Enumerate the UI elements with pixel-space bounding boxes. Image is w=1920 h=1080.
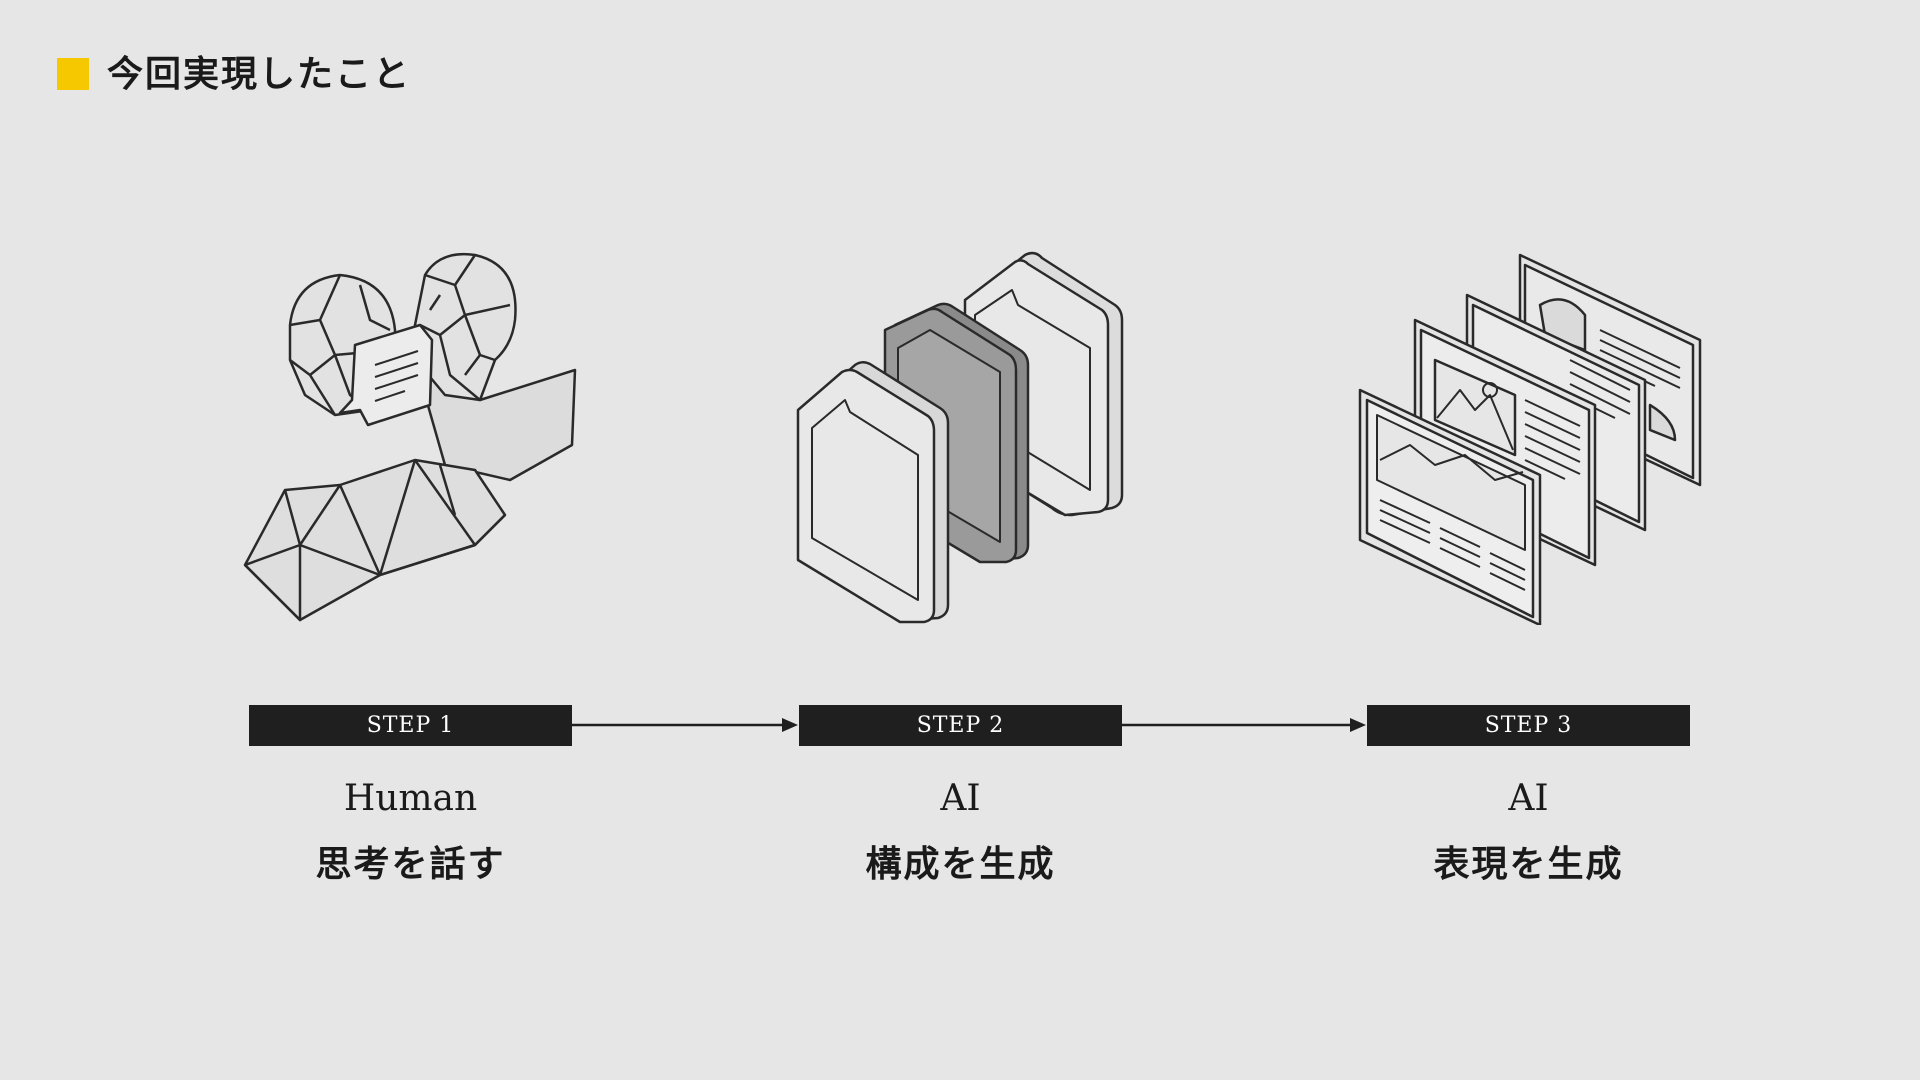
step-1-label: STEP 1 (366, 713, 455, 738)
slide-header: 今回実現したこと (57, 52, 411, 96)
step-3-label: STEP 3 (1484, 713, 1573, 738)
step-3-description: 表現を生成 (1433, 843, 1624, 885)
title-accent-square (57, 58, 89, 90)
step-2-role: AI (940, 778, 981, 819)
step-2-bar: STEP 2 (799, 705, 1122, 746)
human-heads-icon (240, 245, 580, 630)
step-1-bar: STEP 1 (249, 705, 572, 746)
step-3-role: AI (1508, 778, 1549, 819)
arrow-step2-to-step3 (1122, 715, 1367, 739)
page-title: 今回実現したこと (107, 53, 412, 95)
step-3-bar: STEP 3 (1367, 705, 1690, 746)
arrow-step1-to-step2 (572, 715, 799, 739)
step-2-label: STEP 2 (916, 713, 1005, 738)
slides-stack-icon (1355, 250, 1705, 625)
step-1-role: Human (343, 778, 478, 819)
step-2-description: 構成を生成 (865, 843, 1056, 885)
document-stack-icon (790, 250, 1130, 625)
step-1-description: 思考を話す (315, 843, 506, 885)
